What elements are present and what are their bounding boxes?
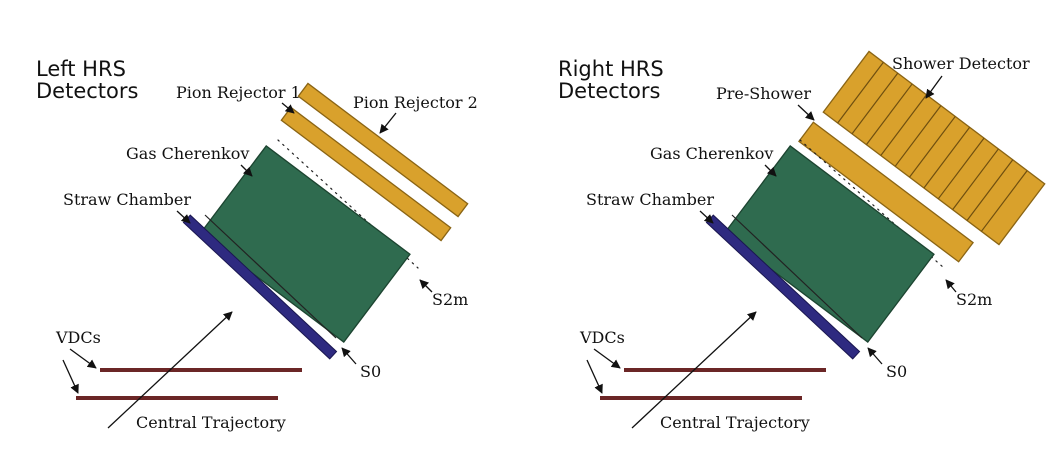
right-label-vdcs: VDCs — [579, 328, 625, 347]
right-label-s2m: S2m — [956, 290, 992, 309]
right-shower-detector — [822, 50, 1046, 246]
right-gas-cherenkov — [723, 145, 935, 343]
left-panel: Left HRS Detectors Pion Rejector 1 Pion … — [36, 57, 478, 432]
right-label-straw-chamber: Straw Chamber — [586, 190, 714, 209]
right-label-pre-shower: Pre-Shower — [716, 84, 811, 103]
left-s0-plane — [204, 214, 337, 339]
left-title-line2: Detectors — [36, 79, 138, 103]
right-arrow-s0 — [867, 347, 883, 365]
left-arrow-straw-chamber — [176, 210, 191, 224]
right-label-gas-cherenkov: Gas Cherenkov — [650, 144, 773, 163]
right-arrow-pre-shower — [797, 104, 815, 121]
right-arrow-vdc-lower — [586, 359, 603, 394]
right-arrow-gas-cherenkov — [764, 164, 777, 177]
left-label-s2m: S2m — [432, 290, 468, 309]
left-label-straw-chamber: Straw Chamber — [63, 190, 191, 209]
left-arrow-gas-cherenkov — [240, 164, 253, 177]
left-arrow-s2m — [419, 279, 433, 293]
right-central-trajectory-arrow — [631, 311, 757, 429]
left-vdc-lower — [76, 396, 278, 400]
right-vdc-lower — [600, 396, 802, 400]
right-title-line1: Right HRS — [558, 57, 664, 81]
right-arrow-s2m — [945, 279, 957, 293]
right-arrow-vdc-upper — [593, 348, 621, 369]
right-pre-shower — [798, 121, 974, 263]
right-label-shower-detector: Shower Detector — [892, 54, 1030, 73]
left-central-trajectory-arrow — [107, 311, 233, 429]
left-label-central-trajectory: Central Trajectory — [136, 413, 286, 432]
right-label-s0: S0 — [886, 362, 907, 381]
left-vdc-upper — [100, 368, 302, 372]
left-gas-cherenkov — [199, 145, 411, 343]
left-arrow-pion-rejector-1 — [281, 102, 295, 114]
right-s2m-plane — [799, 139, 945, 269]
left-arrow-s0 — [341, 347, 357, 365]
left-arrow-pion-rejector-2 — [379, 112, 397, 134]
right-title-line2: Detectors — [558, 79, 660, 103]
left-label-vdcs: VDCs — [55, 328, 101, 347]
right-arrow-shower-detector — [925, 75, 943, 99]
left-label-s0: S0 — [360, 362, 381, 381]
left-pion-rejector-1 — [280, 106, 452, 242]
right-s0-plane — [731, 214, 863, 339]
right-panel: Right HRS Detectors — [558, 50, 1046, 432]
left-label-gas-cherenkov: Gas Cherenkov — [126, 144, 249, 163]
right-vdc-upper — [624, 368, 826, 372]
left-label-pion-rejector-2: Pion Rejector 2 — [353, 93, 478, 112]
right-label-central-trajectory: Central Trajectory — [660, 413, 810, 432]
left-arrow-vdc-lower — [62, 359, 79, 394]
left-title-line1: Left HRS — [36, 57, 126, 81]
left-label-pion-rejector-1: Pion Rejector 1 — [176, 83, 301, 102]
left-arrow-vdc-upper — [69, 348, 97, 369]
left-pion-rejector-2 — [297, 82, 469, 218]
right-arrow-straw-chamber — [699, 210, 714, 224]
